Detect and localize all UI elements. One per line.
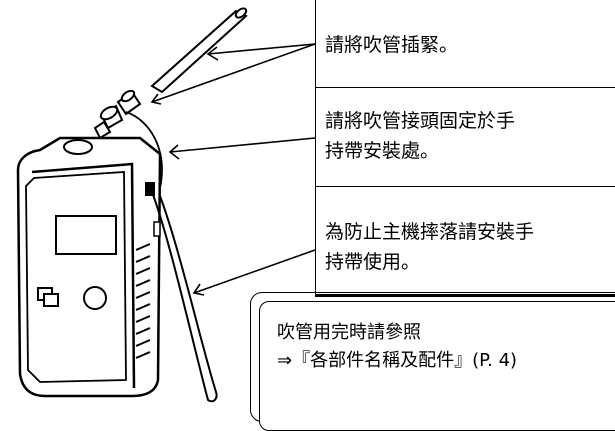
connector-cord (125, 111, 163, 189)
tube-connector (93, 89, 142, 140)
note-line: 吹管用完時請參照 (277, 322, 421, 343)
callout-text: 持帶使用。 (325, 251, 421, 273)
leader-lines (151, 43, 316, 294)
callout-insert-tube: 請將吹管插緊。 (315, 0, 615, 88)
device-illustration (16, 7, 316, 403)
note-reference: ⇒『各部件名稱及配件』(P. 4) (277, 350, 518, 371)
callout-text: 持帶安裝處。 (325, 140, 440, 162)
callout-text: 請將吹管插緊。 (325, 34, 459, 56)
strap-mount (145, 182, 155, 196)
device-side-ridges (135, 243, 151, 359)
callout-fix-connector: 請將吹管接頭固定於手 持帶安裝處。 (315, 88, 615, 187)
arrowheads (150, 46, 219, 296)
callout-text: 請將吹管接頭固定於手 (325, 110, 516, 132)
display-screen (55, 215, 117, 255)
reference-note: 吹管用完時請參照 ⇒『各部件名稱及配件』(P. 4) (259, 301, 615, 431)
callout-attach-strap: 為防止主機摔落請安裝手 持帶使用。 (315, 187, 615, 297)
blow-tube (150, 7, 248, 94)
device-buttons (37, 286, 107, 310)
callout-text: 為防止主機摔落請安裝手 (325, 221, 535, 243)
hand-strap (151, 191, 218, 403)
strap-clasp (153, 221, 161, 237)
